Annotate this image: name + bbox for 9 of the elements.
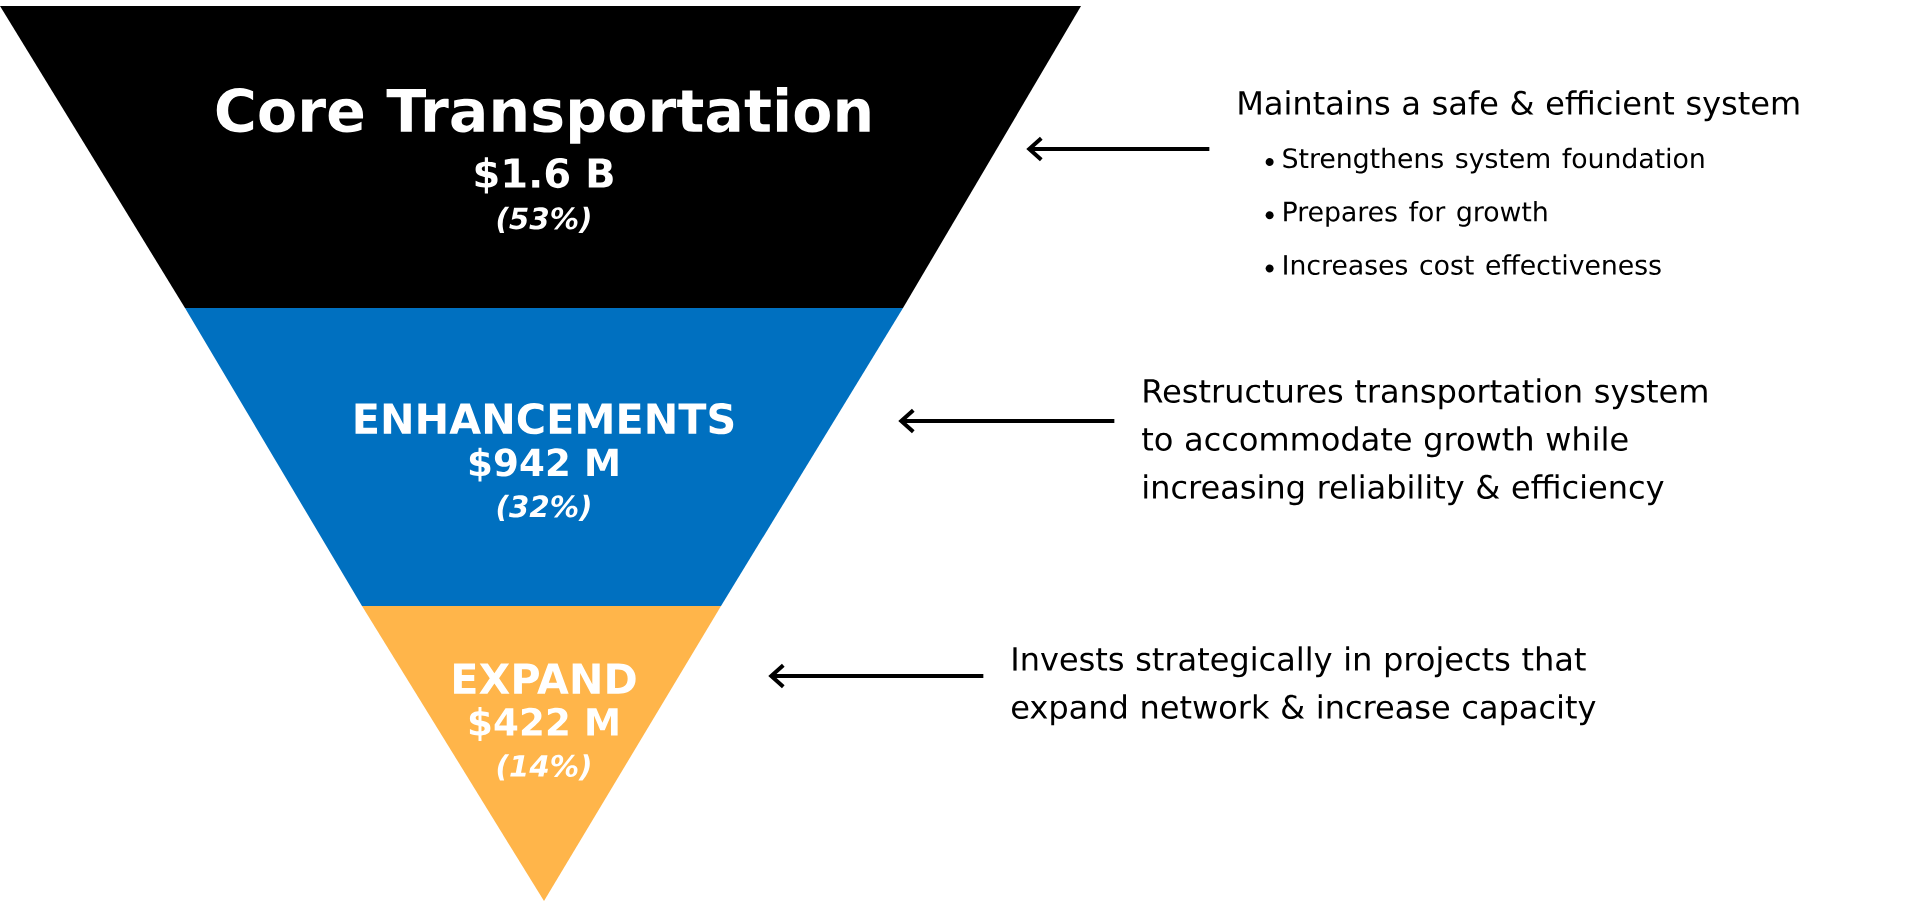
funnel-band: ENHANCEMENTS $942 M (32%) (185, 308, 903, 606)
arrow (1026, 136, 1210, 162)
description-text: Restructures transportation system to accommodate growth while increasing reliability & efficiency (1142, 378, 1707, 506)
funnel-band: Core Transportation $1.6 B (53%) (0, 6, 1081, 308)
arrow (768, 663, 984, 689)
arrow (898, 408, 1115, 434)
description-text: Invests strategically in projects that expand network & increase capacity (1012, 646, 1596, 726)
description-text: Maintains a safe & efficient system Strengthens system foundation Prepares for growth Increases cost effectiveness (1239, 90, 1799, 275)
funnel-band: EXPAND $422 M (14%) (362, 606, 721, 901)
